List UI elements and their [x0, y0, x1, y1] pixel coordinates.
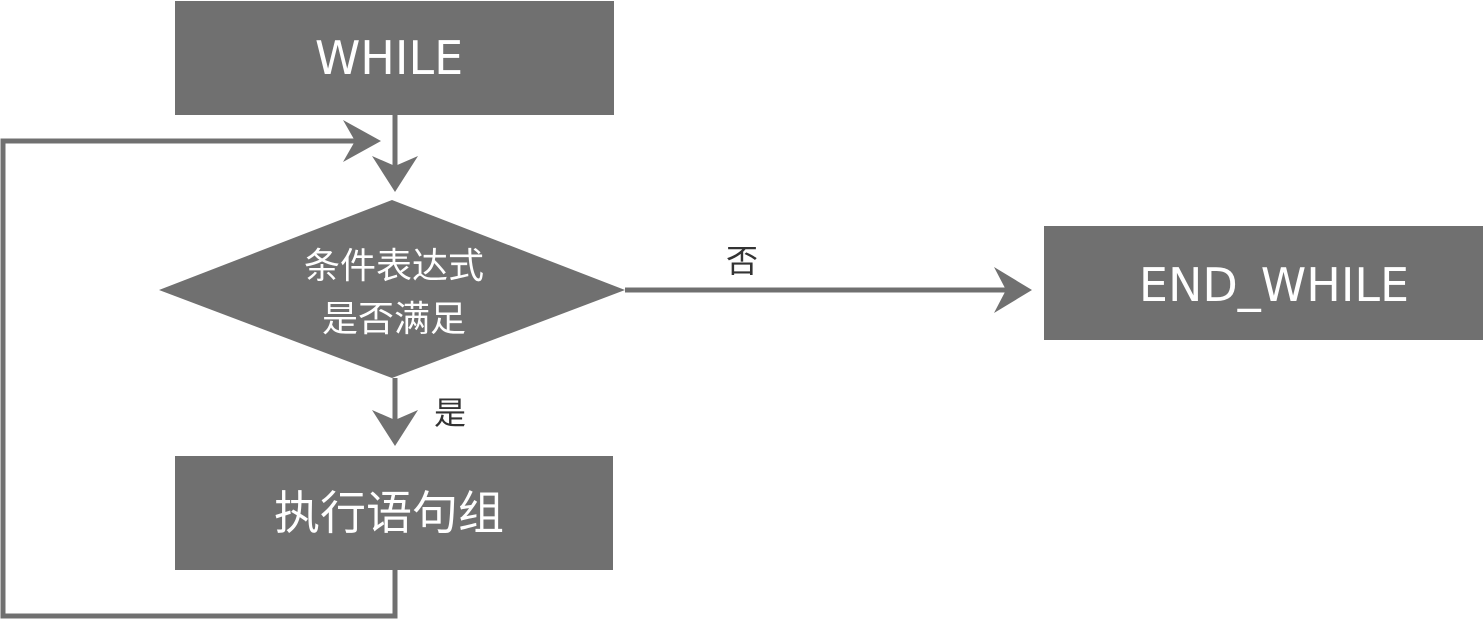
end-while-box	[1044, 226, 1483, 340]
condition-label-line2: 是否满足	[322, 299, 466, 340]
yes-branch-arrowhead	[372, 410, 418, 446]
while-to-condition-arrowhead	[372, 156, 418, 192]
condition-diamond	[159, 200, 625, 378]
execute-label: 执行语句组	[274, 486, 504, 540]
loop-back-arrowhead	[343, 120, 381, 162]
no-branch-label: 否	[726, 242, 758, 280]
while-box	[175, 1, 614, 115]
while-label: WHILE	[315, 31, 463, 85]
yes-branch-label: 是	[434, 394, 466, 432]
condition-label-line1: 条件表达式	[304, 246, 484, 287]
no-branch-arrowhead	[994, 267, 1032, 313]
end-while-label: END_WHILE	[1139, 258, 1409, 312]
execute-box	[175, 456, 613, 570]
loop-back-line	[0, 138, 398, 619]
